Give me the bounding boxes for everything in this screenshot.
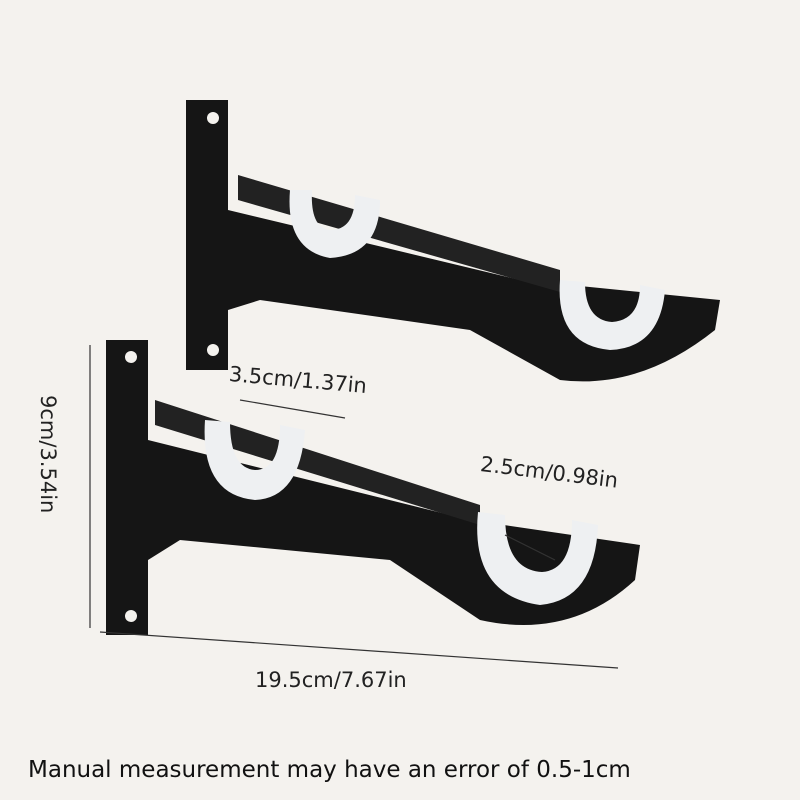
length-dimension-line <box>99 631 619 669</box>
pipe-dimension-line <box>504 534 556 561</box>
measurement-note: Manual measurement may have an error of … <box>28 757 631 783</box>
curtain-bracket-back <box>186 100 720 382</box>
length-label: 19.5cm/7.67in <box>255 668 407 692</box>
curtain-bracket-front <box>106 340 640 635</box>
height-label: 9cm/3.54in <box>36 395 60 514</box>
rod-dimension-line <box>239 399 346 419</box>
